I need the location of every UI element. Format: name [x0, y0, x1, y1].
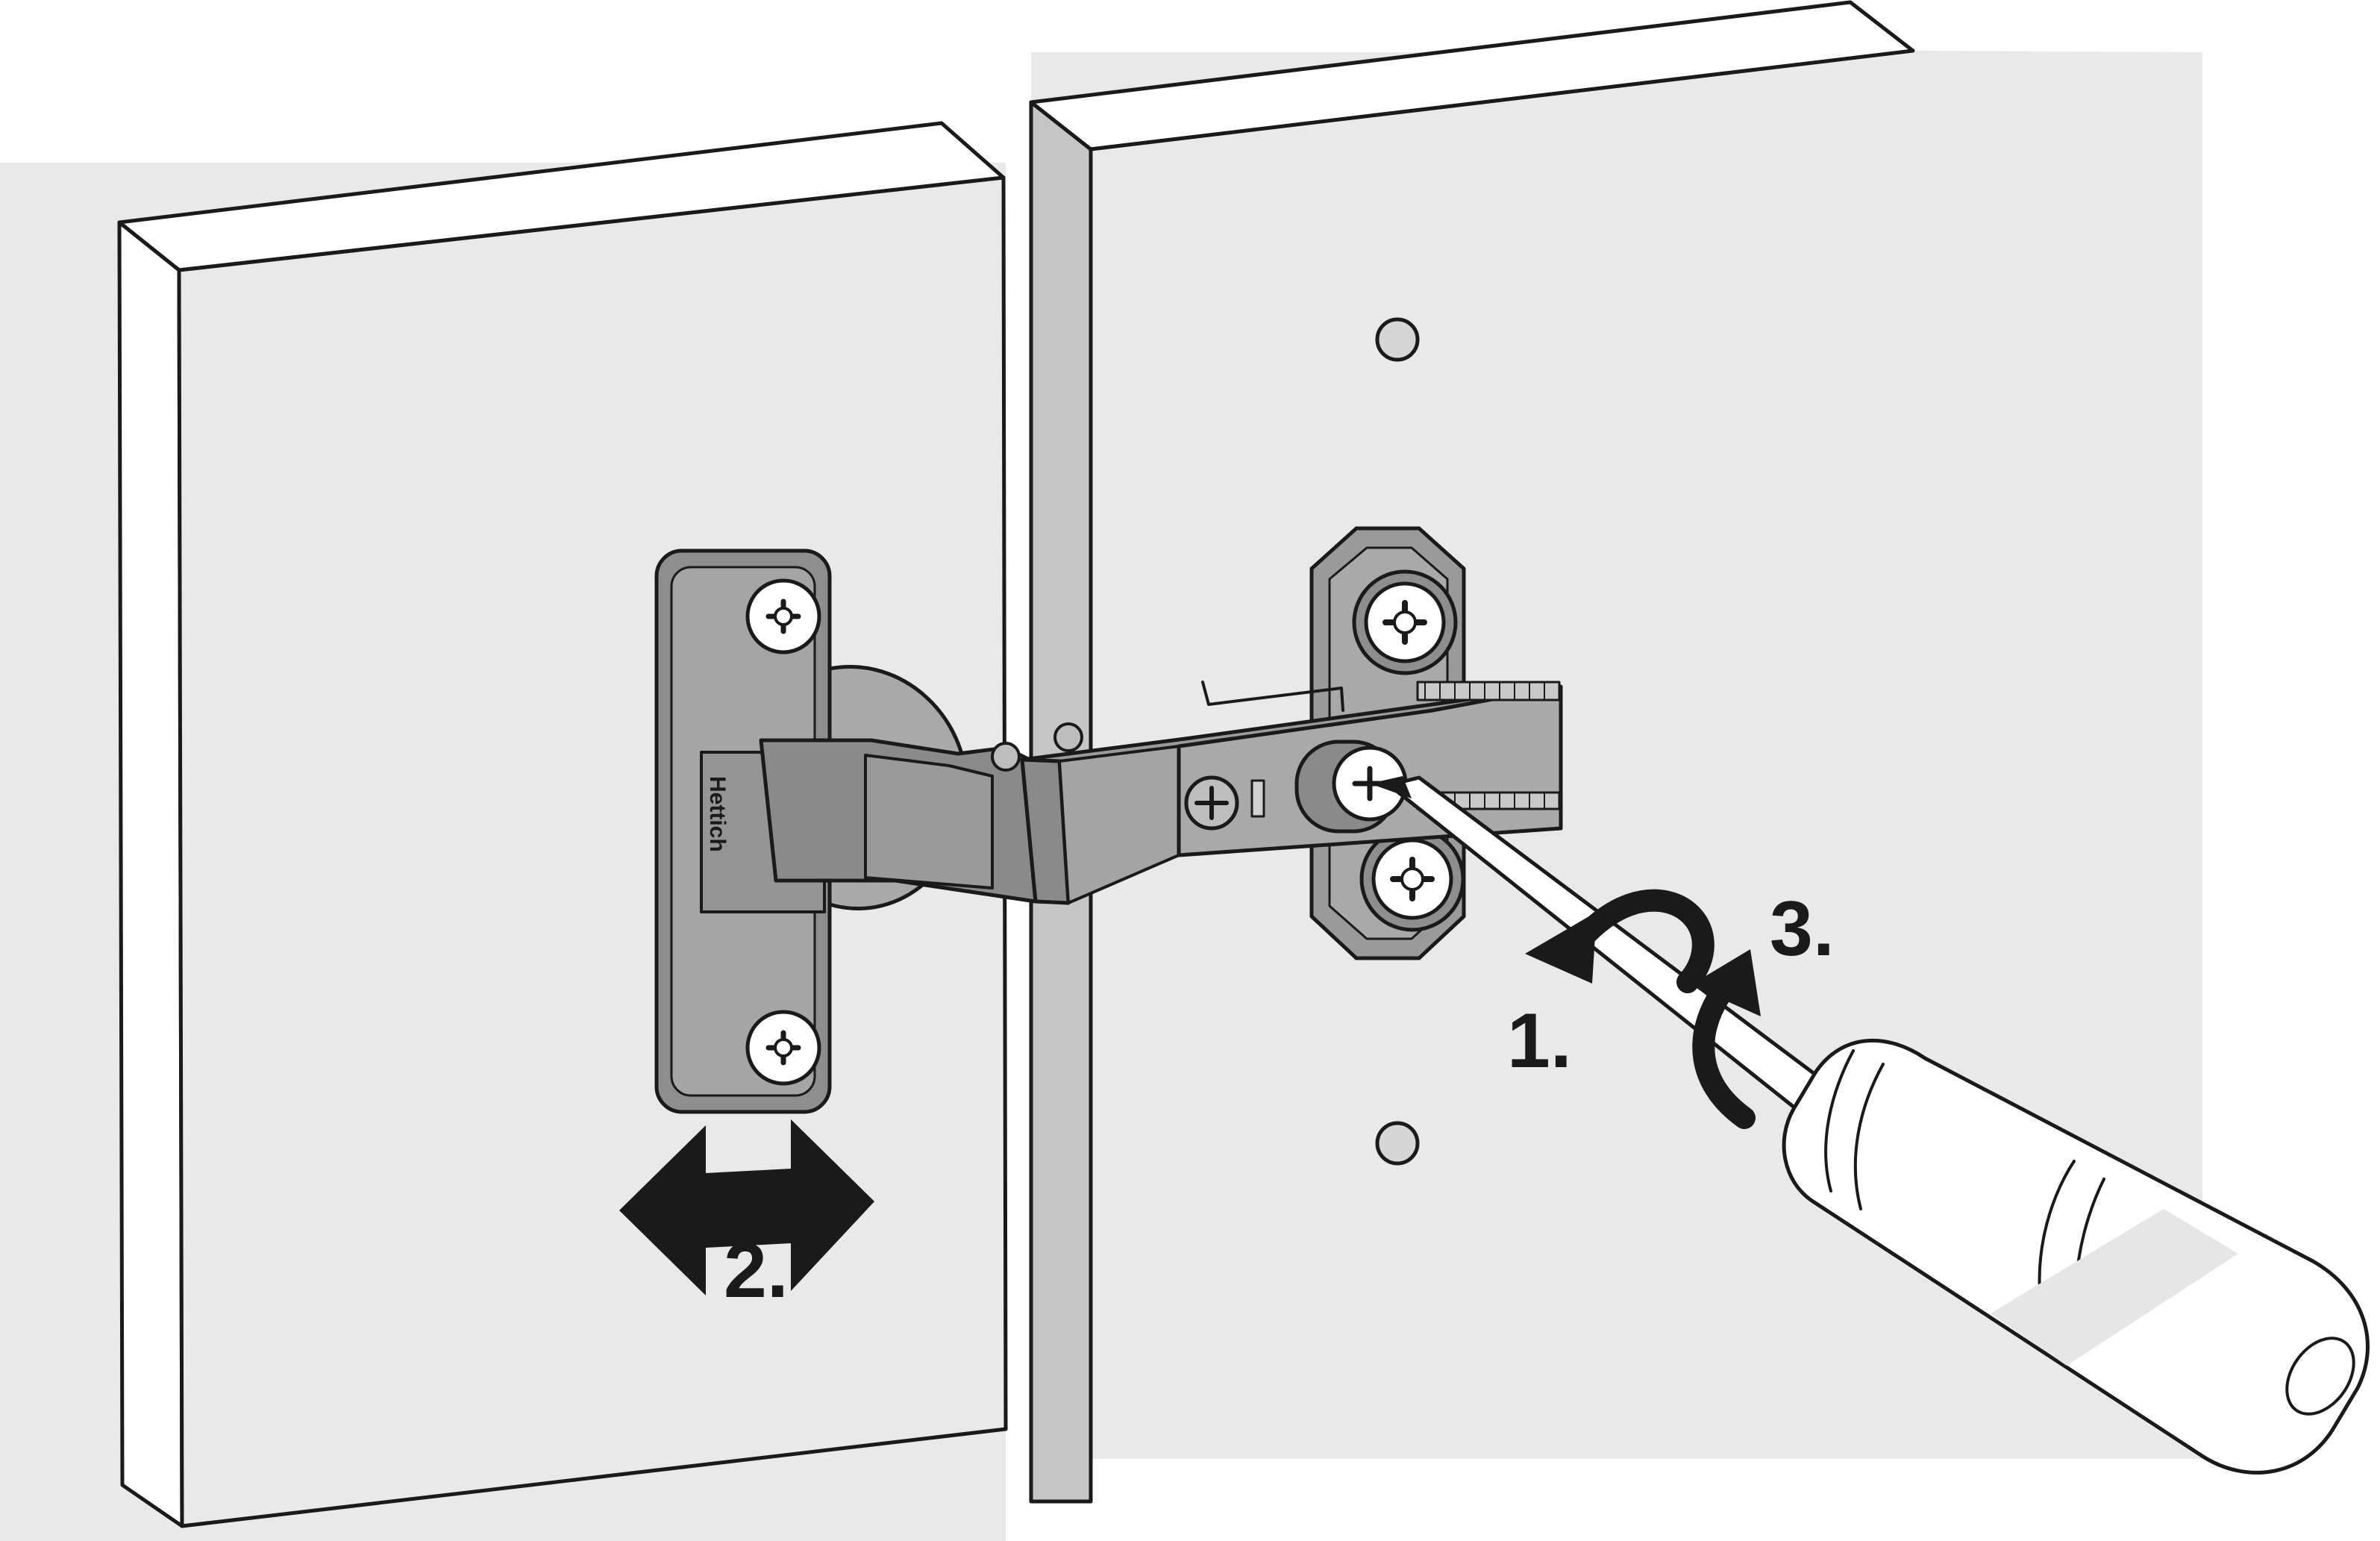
step-2-label: 2. — [724, 1228, 789, 1314]
screwdriver-handle-end — [2285, 1337, 2355, 1416]
hinge-arm — [759, 681, 1563, 905]
screwdriver-handle — [1782, 1038, 2370, 1475]
plate-screw-lower — [1359, 826, 1465, 932]
rotate-arrow-loosen — [1525, 889, 1714, 993]
cup-screw-lower — [745, 1010, 821, 1086]
system-hole-upper — [1375, 317, 1420, 362]
plate-screw-upper — [1352, 569, 1458, 675]
slide-arrow — [619, 1119, 874, 1295]
step-1-label: 1. — [1507, 998, 1572, 1084]
brand-logo-text: Hettich — [705, 776, 730, 852]
cup-screw-upper — [745, 578, 821, 654]
step-3-label: 3. — [1770, 886, 1835, 972]
depth-adjustment-screw — [1184, 775, 1265, 831]
rotate-arrow-tighten — [1691, 949, 1761, 1129]
system-hole-lower — [1375, 1121, 1420, 1166]
brand-logo: Hettich — [705, 776, 730, 852]
screwdriver — [1370, 775, 2370, 1475]
door-side-edge — [117, 220, 184, 1528]
